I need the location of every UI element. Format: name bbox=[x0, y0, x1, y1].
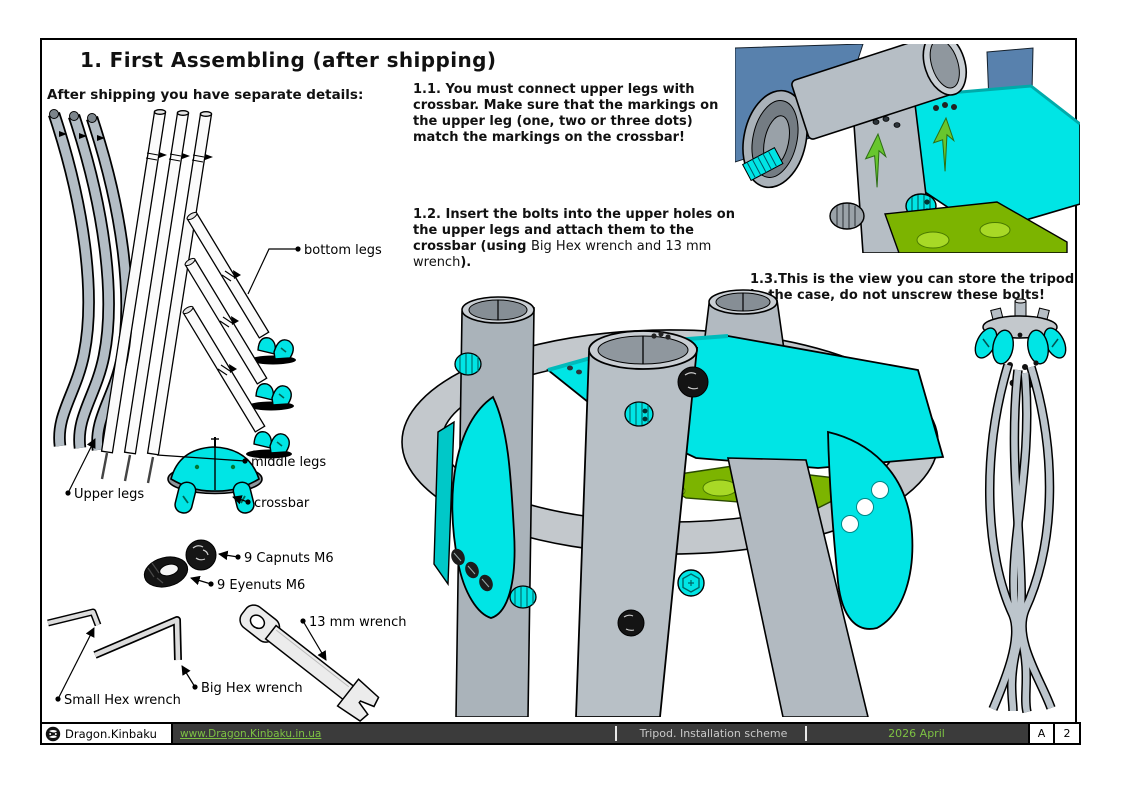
cyan-knob-front-tube bbox=[624, 401, 654, 427]
leader-dots bbox=[55, 246, 306, 702]
brand-name: Dragon.Kinbaku bbox=[65, 726, 157, 741]
step-1-2-bold-end: ). bbox=[460, 254, 472, 270]
cyan-knob-left-tube bbox=[454, 352, 482, 376]
page-title: 1. First Assembling (after shipping) bbox=[80, 48, 497, 72]
flap-bolt-holes bbox=[841, 481, 889, 533]
label-bottom-legs: bottom legs bbox=[304, 243, 382, 258]
label-crossbar: crossbar bbox=[254, 496, 310, 511]
13mm-wrench-drawing bbox=[239, 604, 380, 722]
bottom-legs-drawing bbox=[181, 211, 296, 460]
label-eyenuts: 9 Eyenuts M6 bbox=[217, 578, 305, 593]
step-1-1-illustration bbox=[735, 44, 1080, 253]
gray-knob bbox=[829, 202, 865, 230]
sheet-revision-cell: A bbox=[1028, 724, 1053, 743]
right-fender-flap bbox=[827, 430, 914, 630]
label-middle-legs: middle legs bbox=[251, 455, 326, 470]
step-1-2-regular: Big Hex wrench and 13 mm wrench bbox=[413, 238, 712, 270]
middle-legs-drawing bbox=[100, 109, 213, 484]
step-1-2-text: 1.2. Insert the bolts into the upper hol… bbox=[413, 207, 747, 270]
parts-diagram: bottom legs middle legs Upper legs cross… bbox=[47, 109, 406, 722]
left-fender-flap bbox=[433, 395, 516, 619]
cyan-hex-bolt bbox=[677, 569, 705, 597]
leg-marking-dots bbox=[872, 116, 901, 128]
document-date: 2026 April bbox=[888, 727, 945, 740]
step-1-3-text: 1.3.This is the view you can store the t… bbox=[750, 272, 1075, 303]
capnut-drawing bbox=[185, 539, 217, 571]
step-1-1-text: 1.1. You must connect upper legs with cr… bbox=[413, 82, 719, 145]
label-big-hex-wrench: Big Hex wrench bbox=[201, 681, 303, 696]
title-block-divider bbox=[615, 726, 617, 741]
top-tube bbox=[791, 44, 968, 140]
match-arrow-left bbox=[864, 132, 887, 188]
front-leg-tube bbox=[567, 330, 698, 717]
label-capnuts: 9 Capnuts M6 bbox=[244, 551, 334, 566]
cyan-knob-left-leg bbox=[509, 585, 537, 609]
big-hex-wrench-drawing bbox=[93, 616, 182, 661]
step-1-2-bold-start: 1.2. Insert the bolts into the upper hol… bbox=[413, 207, 735, 254]
black-capnut-top bbox=[677, 366, 709, 398]
brand-cell: Dragon.Kinbaku bbox=[42, 724, 173, 743]
label-upper-legs: Upper legs bbox=[74, 487, 144, 502]
right-leg-tube bbox=[727, 457, 869, 717]
crossbar-marking-dots bbox=[651, 331, 671, 340]
match-arrow-right bbox=[932, 116, 955, 172]
title-block-divider bbox=[805, 726, 807, 741]
folded-legs bbox=[984, 363, 1056, 714]
title-block: Dragon.Kinbaku www.Dragon.Kinbaku.in.ua … bbox=[40, 722, 1081, 745]
dragon-roundel-icon bbox=[45, 726, 61, 741]
upper-leg-marking-arrows bbox=[59, 131, 105, 141]
sheet-number-cell: 2 bbox=[1053, 724, 1079, 743]
step-1-2-illustration bbox=[401, 289, 945, 717]
green-plate bbox=[884, 201, 1068, 253]
folded-crossbar-top bbox=[974, 298, 1067, 389]
eyenut-in-tube bbox=[741, 146, 784, 182]
label-small-hex-wrench: Small Hex wrench bbox=[64, 693, 181, 708]
label-13mm-wrench: 13 mm wrench bbox=[309, 615, 406, 630]
website-link[interactable]: www.Dragon.Kinbaku.in.ua bbox=[180, 727, 322, 740]
small-hex-wrench-drawing bbox=[47, 608, 102, 627]
middle-leg-marking-arrows bbox=[159, 152, 213, 160]
document-title: Tripod. Installation scheme bbox=[639, 727, 788, 740]
leader-lines bbox=[57, 248, 327, 700]
crossbar-marking-dots bbox=[933, 102, 957, 111]
flap-hole-markings bbox=[451, 548, 493, 592]
eyenut-drawing bbox=[143, 556, 189, 588]
black-capnut-bottom bbox=[617, 609, 645, 637]
step-1-3-illustration bbox=[974, 298, 1067, 714]
intro-text: After shipping you have separate details… bbox=[47, 87, 364, 103]
